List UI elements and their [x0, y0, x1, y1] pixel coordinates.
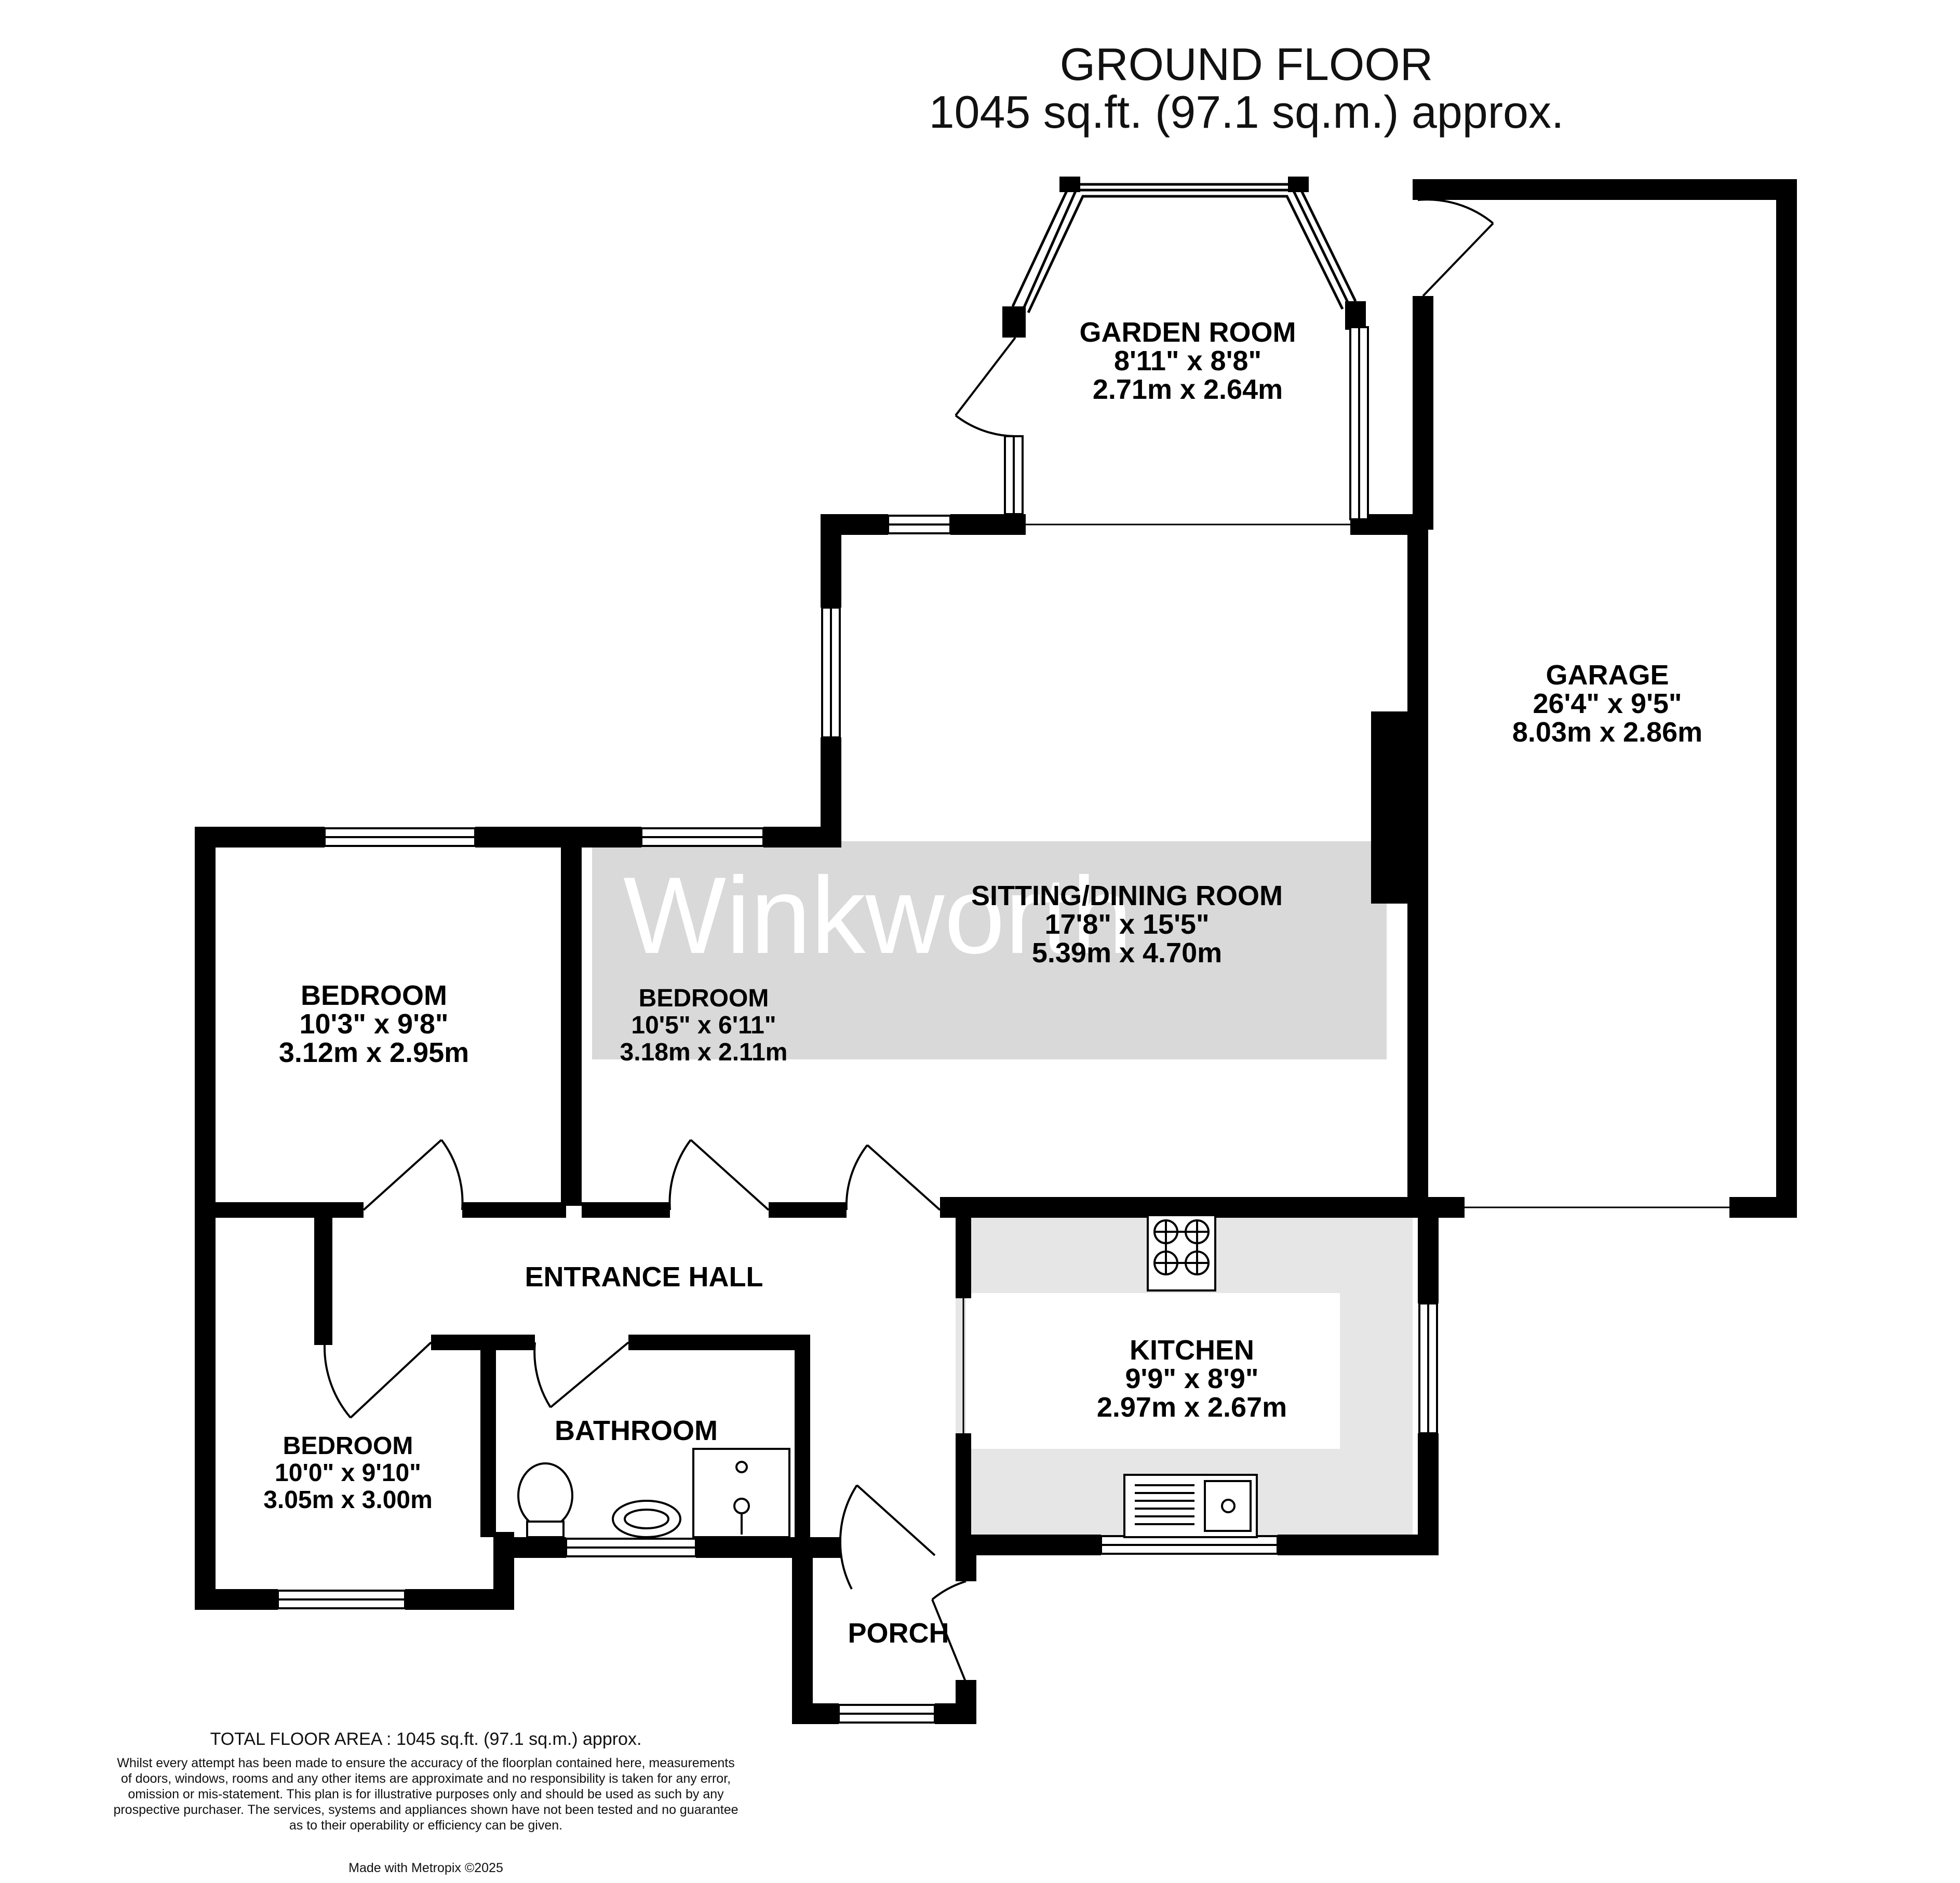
room-dim-metric: 2.97m x 2.67m: [1097, 1392, 1287, 1423]
windows: [277, 326, 1438, 1724]
room-name: GARDEN ROOM: [1080, 317, 1296, 348]
garden-room-bay-window: [1011, 183, 1357, 314]
room-bedroom-3: BEDROOM 10'0" x 9'10" 3.05m x 3.00m: [263, 1432, 433, 1514]
room-porch: PORCH: [848, 1618, 949, 1649]
door-garden: [955, 337, 1016, 437]
room-name: BEDROOM: [639, 985, 769, 1012]
room-bathroom: BATHROOM: [555, 1415, 718, 1446]
disclaimer-line: as to their operability or efficiency ca…: [289, 1818, 563, 1833]
room-kitchen: KITCHEN 9'9" x 8'9" 2.97m x 2.67m: [1097, 1335, 1287, 1423]
room-dim-imperial: 10'3" x 9'8": [299, 1008, 448, 1040]
room-garage: GARAGE 26'4" x 9'5" 8.03m x 2.86m: [1512, 660, 1702, 748]
room-garden-room: GARDEN ROOM 8'11" x 8'8" 2.71m x 2.64m: [1080, 317, 1296, 405]
room-dim-imperial: 8'11" x 8'8": [1114, 345, 1261, 376]
room-bedroom-2: BEDROOM 10'5" x 6'11" 3.18m x 2.11m: [620, 985, 788, 1066]
room-name: GARAGE: [1546, 660, 1669, 691]
total-floor-area: TOTAL FLOOR AREA : 1045 sq.ft. (97.1 sq.…: [210, 1729, 642, 1749]
hob: [1147, 1214, 1216, 1292]
room-name: BEDROOM: [301, 980, 447, 1011]
room-dim-metric: 5.39m x 4.70m: [1032, 937, 1222, 969]
disclaimer-line: of doors, windows, rooms and any other i…: [120, 1771, 731, 1786]
floor-title: GROUND FLOOR: [1059, 38, 1433, 90]
room-dim-imperial: 26'4" x 9'5": [1533, 688, 1682, 719]
room-dim-imperial: 17'8" x 15'5": [1044, 909, 1209, 940]
room-entrance-hall: ENTRANCE HALL: [525, 1261, 763, 1293]
room-dim-imperial: 10'5" x 6'11": [631, 1012, 776, 1039]
disclaimer-line: prospective purchaser. The services, sys…: [113, 1803, 739, 1817]
room-sitting-dining: SITTING/DINING ROOM 17'8" x 15'5" 5.39m …: [971, 880, 1283, 969]
room-name: KITCHEN: [1130, 1335, 1254, 1366]
bay-corner-posts: [1059, 177, 1309, 192]
room-dim-imperial: 10'0" x 9'10": [275, 1459, 421, 1487]
door-bedroom-1: [363, 1139, 464, 1211]
shower: [692, 1448, 790, 1538]
door-bedroom-3: [323, 1341, 432, 1419]
open-boundaries: [962, 523, 1729, 1433]
doors: [323, 198, 1494, 1683]
room-dim-metric: 2.71m x 2.64m: [1093, 374, 1283, 405]
floor-area: 1045 sq.ft. (97.1 sq.m.) approx.: [929, 86, 1564, 138]
room-name: SITTING/DINING ROOM: [971, 880, 1283, 911]
room-dim-metric: 3.12m x 2.95m: [279, 1037, 469, 1068]
room-dim-metric: 8.03m x 2.86m: [1512, 717, 1702, 748]
room-dim-metric: 3.18m x 2.11m: [620, 1039, 788, 1066]
disclaimer-line: omission or mis-statement. This plan is …: [128, 1787, 724, 1801]
disclaimer: Whilst every attempt has been made to en…: [52, 1755, 800, 1833]
door-front: [931, 1580, 967, 1683]
room-bedroom-1: BEDROOM 10'3" x 9'8" 3.12m x 2.95m: [279, 980, 469, 1068]
basin: [612, 1500, 681, 1538]
door-porch: [839, 1484, 936, 1590]
disclaimer-line: Whilst every attempt has been made to en…: [117, 1756, 735, 1770]
made-with: Made with Metropix ©2025: [348, 1861, 503, 1875]
door-bedroom-2: [668, 1139, 770, 1211]
toilet: [517, 1462, 573, 1538]
sink-unit: [1123, 1474, 1258, 1538]
watermark-text: Winkworth: [623, 854, 1132, 976]
watermark-band: [592, 841, 1387, 1059]
door-bathroom: [533, 1341, 629, 1408]
walls: [195, 179, 1797, 1724]
room-name: BEDROOM: [283, 1432, 413, 1460]
door-sitting-room: [845, 1144, 941, 1211]
room-dim-metric: 3.05m x 3.00m: [263, 1486, 433, 1514]
room-dim-imperial: 9'9" x 8'9": [1125, 1363, 1258, 1394]
door-garage: [1417, 198, 1494, 297]
